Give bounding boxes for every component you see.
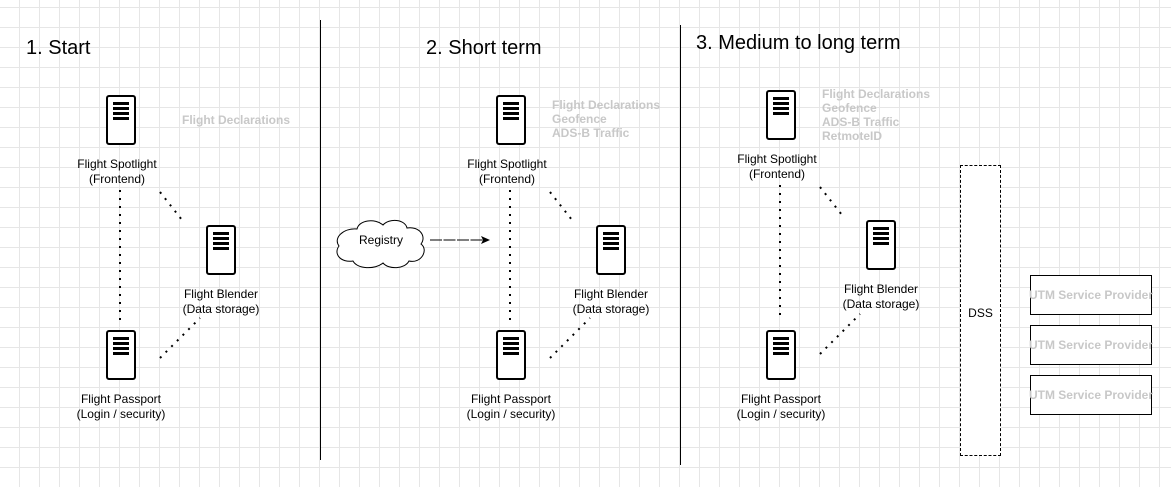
dss-box: DSS — [960, 165, 1001, 456]
data-stream-label: ADS-B Traffic — [822, 115, 900, 129]
flight-spotlight-label: Flight Spotlight (Frontend) — [737, 152, 817, 181]
spotlight-blender-link — [819, 186, 843, 216]
data-streams: Flight Declarations — [182, 113, 290, 127]
data-streams: Flight Declarations Geofence ADS-B Traff… — [552, 98, 660, 140]
data-streams: Flight Declarations Geofence ADS-B Traff… — [822, 87, 930, 143]
flight-spotlight-label: Flight Spotlight (Frontend) — [467, 157, 547, 186]
data-stream-label: ADS-B Traffic — [552, 126, 630, 140]
server-icon — [496, 95, 526, 145]
spotlight-blender-link — [549, 191, 573, 221]
utm-service-provider-box: UTM Service Provider — [1029, 375, 1153, 415]
server-icon — [106, 330, 136, 380]
flight-blender-label: Flight Blender (Data storage) — [182, 287, 260, 316]
spotlight-blender-link — [159, 191, 183, 221]
data-stream-label: Geofence — [552, 112, 607, 126]
utm-service-provider-box: UTM Service Provider — [1029, 325, 1153, 365]
passport-blender-link — [159, 317, 201, 359]
flight-spotlight-label: Flight Spotlight (Frontend) — [77, 157, 157, 186]
data-stream-label: Flight Declarations — [182, 113, 291, 127]
server-icon — [866, 220, 896, 270]
server-icon — [766, 90, 796, 140]
cloud-shape — [336, 220, 425, 269]
phase-heading: 1. Start — [26, 37, 91, 59]
phase-heading: 3. Medium to long term — [696, 32, 901, 54]
flight-blender-label: Flight Blender (Data storage) — [842, 282, 920, 311]
phase-heading: 2. Short term — [426, 37, 542, 59]
server-icon — [106, 95, 136, 145]
server-icon — [766, 330, 796, 380]
flight-passport-label: Flight Passport (Login / security) — [736, 392, 826, 421]
dss-label: DSS — [968, 306, 993, 320]
flight-passport-label: Flight Passport (Login / security) — [466, 392, 556, 421]
passport-blender-link — [549, 317, 591, 359]
arrow-right-icon — [481, 236, 490, 244]
server-icon — [496, 330, 526, 380]
data-stream-label: Geofence — [822, 101, 877, 115]
data-stream-label: Flight Declarations — [552, 98, 661, 112]
passport-blender-link — [819, 313, 861, 355]
utm-service-provider-box: UTM Service Provider — [1029, 275, 1153, 315]
flight-blender-label: Flight Blender (Data storage) — [572, 287, 650, 316]
flight-passport-label: Flight Passport (Login / security) — [76, 392, 166, 421]
server-icon — [596, 225, 626, 275]
data-stream-label: Flight Declarations — [822, 87, 931, 101]
data-stream-label: RetmoteID — [822, 129, 883, 143]
server-icon — [206, 225, 236, 275]
registry-label: Registry — [358, 233, 403, 247]
